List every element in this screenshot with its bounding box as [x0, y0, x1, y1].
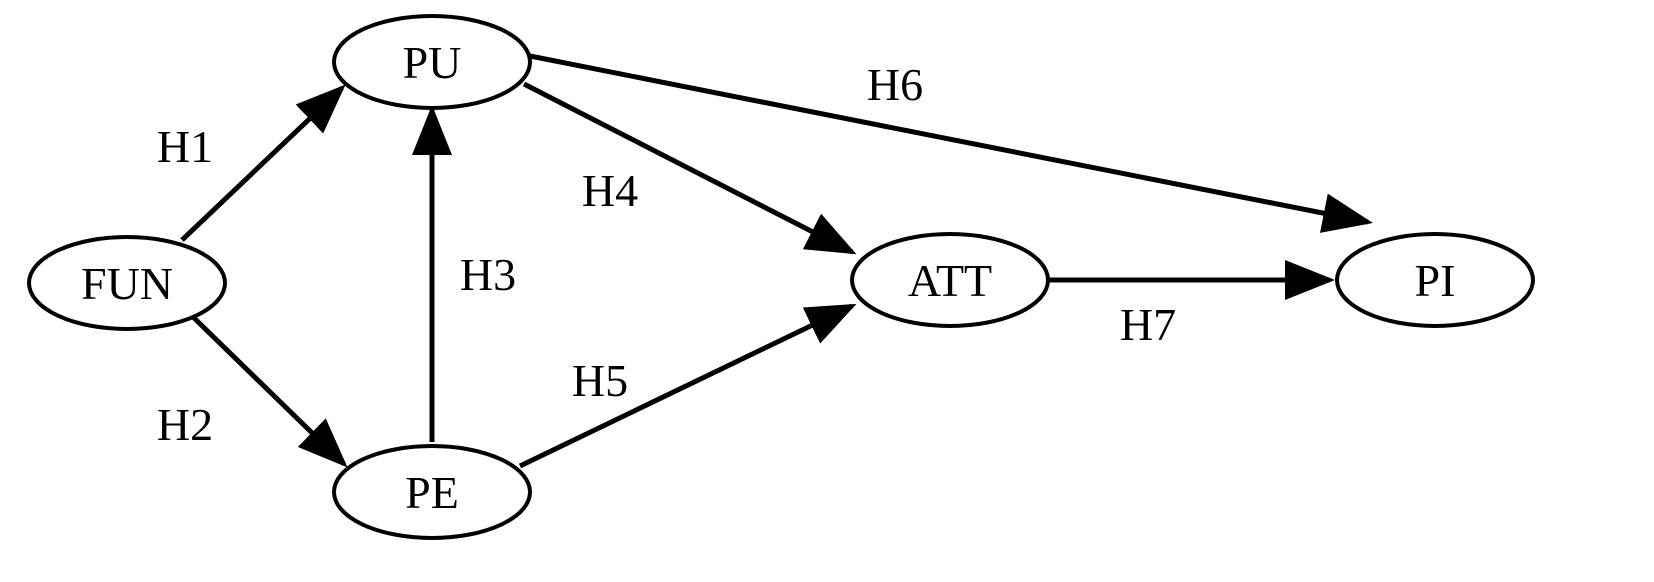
edge-label-h1: H1 [157, 121, 213, 172]
node-label-pu: PU [403, 37, 462, 88]
node-pi [1335, 232, 1535, 328]
edge-label-h4: H4 [582, 165, 638, 216]
node-label-pi: PI [1415, 255, 1456, 306]
node-pe [332, 444, 532, 540]
edge-fun-pe [190, 314, 348, 468]
edge-label-h7: H7 [1120, 299, 1176, 350]
edge-label-h6: H6 [867, 59, 923, 110]
node-att [850, 232, 1050, 328]
edge-pu-att [522, 81, 857, 255]
edge-pu-pi [529, 53, 1373, 233]
node-fun [27, 235, 227, 331]
node-label-pe: PE [405, 467, 459, 518]
node-pu [332, 14, 532, 110]
edge-label-h5: H5 [572, 355, 628, 406]
node-label-att: ATT [908, 255, 992, 306]
edge-fun-pu [180, 84, 346, 242]
edge-pe-att [518, 303, 857, 469]
node-label-fun: FUN [81, 258, 173, 309]
edge-label-h2: H2 [157, 399, 213, 450]
edge-label-h3: H3 [460, 249, 516, 300]
